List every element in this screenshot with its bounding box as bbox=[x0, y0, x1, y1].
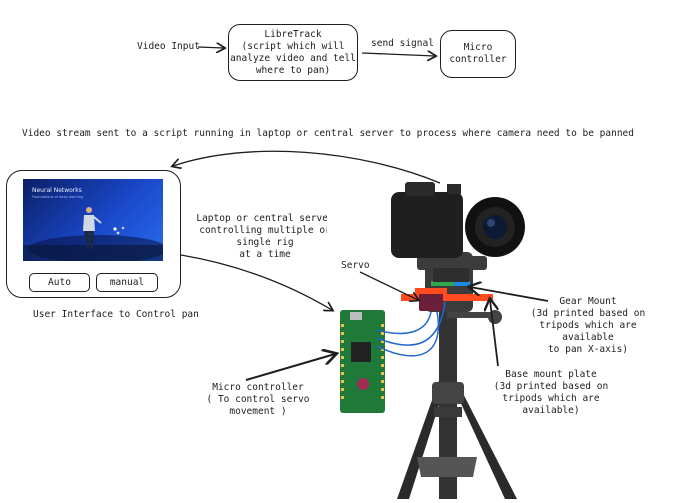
send-signal-label: send signal bbox=[371, 38, 434, 49]
servo-shape bbox=[419, 291, 443, 311]
micro-controller-box: Micro controller bbox=[440, 30, 516, 78]
video-input-label: Video Input bbox=[137, 41, 200, 52]
gear-mount-label: Gear Mount (3d printed based on tripods … bbox=[530, 296, 646, 355]
laptop-note: Laptop or central server controlling mul… bbox=[196, 213, 334, 260]
base-plate-shape bbox=[401, 294, 493, 301]
stream-note: Video stream sent to a script running in… bbox=[22, 128, 634, 139]
slide-title: Neural Networks bbox=[32, 187, 82, 194]
gear-blue-shape bbox=[454, 281, 470, 286]
micro-controller-label: Micro controller ( To control servo move… bbox=[206, 382, 310, 417]
arrow-input-to-libretrack bbox=[197, 47, 224, 48]
ui-caption: User Interface to Control pan bbox=[33, 309, 199, 320]
arrow-micro-controller bbox=[245, 354, 335, 381]
gear-green-shape bbox=[431, 281, 455, 286]
auto-button[interactable]: Auto bbox=[29, 273, 90, 292]
arrow-libretrack-to-micro bbox=[361, 53, 435, 56]
presenter-figure bbox=[23, 207, 163, 261]
libretrack-box: LibreTrack (script which will analyze vi… bbox=[228, 24, 358, 81]
servo-label: Servo bbox=[341, 260, 370, 271]
user-interface-device: Neural Networks Foundations of deep lear… bbox=[6, 170, 181, 298]
micro-controller-box-text: Micro controller bbox=[449, 42, 507, 65]
presentation-screen: Neural Networks Foundations of deep lear… bbox=[23, 179, 163, 261]
camera-rig-photo bbox=[327, 152, 553, 499]
arrow-ui-to-pico bbox=[180, 254, 332, 310]
slide-subtitle: Foundations of deep learning bbox=[32, 195, 84, 199]
camera-body bbox=[391, 192, 463, 258]
manual-button[interactable]: manual bbox=[96, 273, 158, 292]
base-plate-label: Base mount plate (3d printed based on tr… bbox=[493, 369, 609, 416]
camera-rig-illustration bbox=[340, 182, 525, 499]
libretrack-text: LibreTrack (script which will analyze vi… bbox=[230, 28, 356, 76]
